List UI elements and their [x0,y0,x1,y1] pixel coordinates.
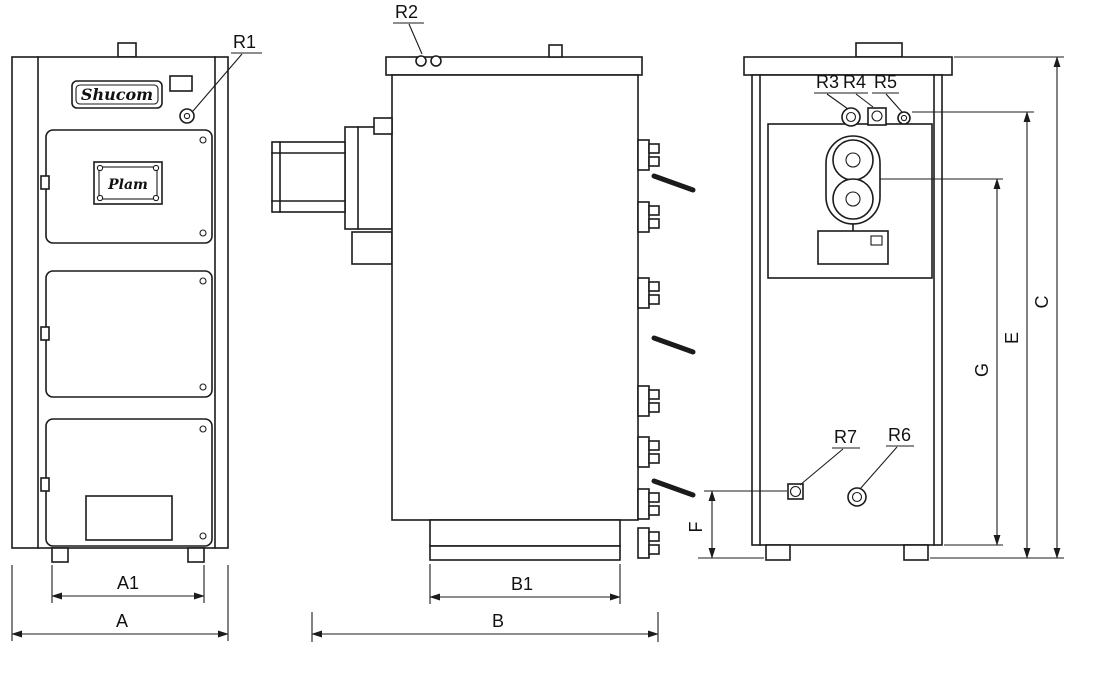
fitting-r4 [867,107,887,126]
model-plate: Plam [93,161,163,205]
r2-label: R2 [395,2,418,22]
middle-door-bolt-top [199,277,207,285]
front-foot-right [187,547,205,563]
pump-valve-group [825,135,881,225]
r3-label: R3 [816,72,839,92]
thermometer-well-r1 [179,108,195,124]
lower-door-latch [40,477,50,492]
r1-leader-line [192,53,243,112]
front-junction-box [169,75,193,92]
middle-door-bolt-bottom [199,383,207,391]
dimension-a-label: A [116,611,128,631]
upper-door-latch [40,175,50,190]
ash-opening [85,495,173,541]
side-top-bracket [373,117,393,135]
dimension-e-label: E [1002,332,1022,344]
hinge-hardware [637,139,660,559]
smoke-chamber [344,126,393,230]
fitting-r3 [841,107,861,127]
back-terminal-box [817,223,889,265]
dimension-f-label: F [686,522,706,533]
dimension-g: G [880,178,1003,546]
back-top-stub [855,42,903,58]
side-lower-stub [351,231,393,265]
r7-label: R7 [834,427,857,447]
top-plug-1 [415,55,427,67]
upper-door-handle [651,173,696,193]
dimension-a1-label: A1 [117,573,139,593]
label-r5: R5 [872,72,903,113]
side-view: R2 B1 B [271,2,696,642]
r1-label: R1 [233,32,256,52]
flue-outlet [271,126,393,230]
dimension-a1: A1 [51,565,205,603]
fitting-r6 [847,487,867,507]
upper-door-bolt-bottom [199,229,207,237]
label-r6: R6 [859,425,914,490]
side-base-upper [429,519,621,547]
dimension-g-label: G [972,363,992,377]
label-r3: R3 [814,72,849,110]
r6-leader-line [859,446,898,490]
r5-label: R5 [874,72,897,92]
side-body-outline [391,74,639,521]
lower-door-handle [651,478,696,498]
r4-label: R4 [843,72,866,92]
upper-door: Plam [40,129,213,244]
r3-leader-line [826,93,849,110]
front-chimney-collar [117,42,137,58]
dimension-c: C [954,56,1064,559]
front-foot-left [51,547,69,563]
side-base-lower [429,545,621,561]
model-plate-text: Plam [107,177,148,193]
middle-door [40,270,213,398]
back-view: R3 R4 R5 R7 R6 [743,42,953,561]
front-view: Shucom Plam [11,32,262,641]
label-r4: R4 [841,72,874,108]
dimension-c-label: C [1032,296,1052,309]
side-top-stub [548,44,563,58]
middle-door-latch [40,326,50,341]
lower-door-bolt-bottom [199,532,207,540]
dimension-f: F [686,490,787,559]
r7-leader-line [799,448,844,486]
upper-door-bolt-top [199,136,207,144]
lower-door-bolt-top [199,425,207,433]
r2-leader-line [408,23,423,55]
top-plug-2 [430,55,442,67]
label-r1: R1 [192,32,262,112]
middle-door-handle [651,335,696,355]
brand-text: Shucom [81,85,153,104]
back-foot-left [765,544,791,561]
brand-badge: Shucom [71,80,163,109]
r5-leader-line [885,93,903,113]
dimension-b1-label: B1 [511,574,533,594]
dimension-e: E [912,111,1064,559]
dimension-b-label: B [492,611,504,631]
label-r7: R7 [799,427,860,486]
dimension-a: A [11,565,229,641]
r6-label: R6 [888,425,911,445]
label-r2: R2 [393,2,424,55]
fitting-r7 [787,483,804,500]
lower-door [40,418,213,547]
fitting-r5 [897,111,911,125]
back-foot-right [903,544,929,561]
r4-leader-line [855,93,874,108]
dimension-b1: B1 [429,564,621,604]
dimension-b: B [311,611,659,642]
